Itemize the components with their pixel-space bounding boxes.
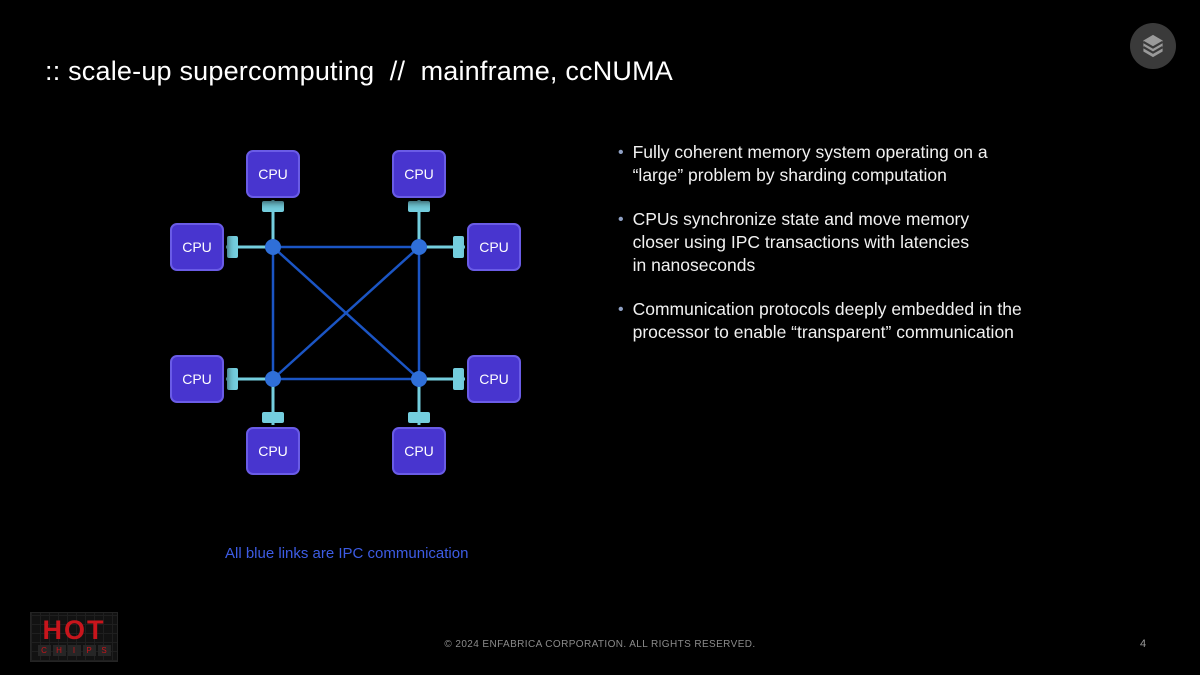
bullet-text: Fully coherent memory system operating o… (632, 142, 988, 185)
cpu-ports (227, 201, 464, 423)
cpu-label: CPU (258, 443, 288, 459)
cpu-label: CPU (479, 239, 509, 255)
page-number: 4 (1140, 638, 1147, 650)
cpu-box: CPU (170, 223, 224, 271)
switch-node (411, 371, 427, 387)
cpu-port (408, 201, 430, 212)
cpu-label: CPU (404, 166, 434, 182)
cpu-port (227, 368, 238, 390)
cpu-box: CPU (392, 150, 446, 198)
chip-letter: S (97, 645, 111, 656)
hotchips-logo: HOT C H I P S (30, 612, 118, 662)
cpu-label: CPU (182, 239, 212, 255)
cpu-port (408, 412, 430, 423)
cpu-port (453, 368, 464, 390)
ipc-links (271, 245, 421, 381)
bullet-item: • Communication protocols deeply embedde… (618, 298, 1118, 344)
hotchips-logo-hot-text: HOT (42, 615, 106, 645)
cpu-box: CPU (246, 427, 300, 475)
isometric-cube-icon (1142, 34, 1164, 58)
bullet-text: CPUs synchronize state and move memory c… (632, 209, 970, 275)
cpu-label: CPU (258, 166, 288, 182)
switch-node (411, 239, 427, 255)
cpu-label: CPU (404, 443, 434, 459)
bullet-marker: • (618, 144, 624, 161)
bullet-marker: • (618, 301, 624, 318)
footer-copyright: © 2024 ENFABRICA CORPORATION. ALL RIGHTS… (444, 639, 756, 650)
chip-letter: H (52, 645, 66, 656)
cpu-box: CPU (392, 427, 446, 475)
chip-letter: C (37, 645, 51, 656)
bullet-list: • Fully coherent memory system operating… (618, 141, 1118, 365)
chip-letter: P (82, 645, 96, 656)
cpu-box: CPU (246, 150, 300, 198)
cpu-label: CPU (479, 371, 509, 387)
cpu-port (262, 412, 284, 423)
bullet-item: • CPUs synchronize state and move memory… (618, 208, 1118, 277)
switch-node (265, 239, 281, 255)
cpu-box: CPU (467, 223, 521, 271)
cpu-box: CPU (467, 355, 521, 403)
switch-node (265, 371, 281, 387)
cpu-port (453, 236, 464, 258)
cpu-port (262, 201, 284, 212)
chip-letter: I (67, 645, 81, 656)
company-logo (1130, 23, 1176, 69)
hotchips-logo-chips-text: C H I P S (31, 645, 117, 656)
ipc-link (272, 246, 420, 380)
cpu-box: CPU (170, 355, 224, 403)
bullet-marker: • (618, 211, 624, 228)
diagram-caption: All blue links are IPC communication (225, 545, 469, 562)
cpu-label: CPU (182, 371, 212, 387)
bullet-text: Communication protocols deeply embedded … (632, 299, 1022, 342)
bullet-item: • Fully coherent memory system operating… (618, 141, 1118, 187)
cpu-port (227, 236, 238, 258)
switch-nodes (265, 239, 427, 387)
slide-title: :: scale-up supercomputing // mainframe,… (45, 56, 674, 86)
